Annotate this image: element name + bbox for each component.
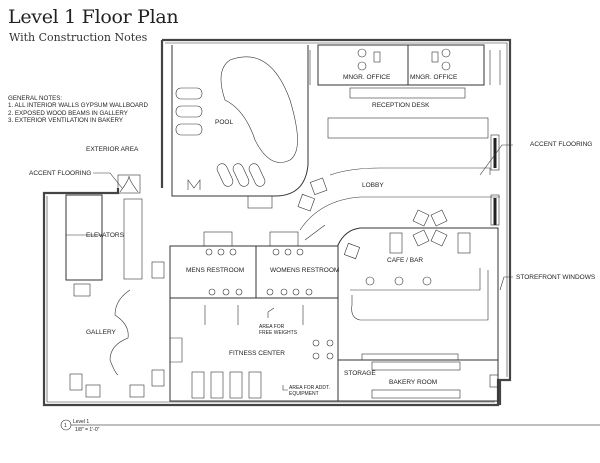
callout-accent-flooring-left: ACCENT FLOORING	[29, 170, 91, 177]
view-tag-scale: 1/8" = 1'-0"	[75, 427, 100, 433]
label-gallery: GALLERY	[86, 329, 117, 336]
view-tag-number: 1	[64, 423, 67, 429]
label-cafe-bar: CAFE / BAR	[387, 257, 423, 264]
label-storage: STORAGE	[344, 370, 376, 377]
general-notes-heading: GENERAL NOTES:	[8, 95, 63, 102]
plan-title: Level 1 Floor Plan	[8, 6, 179, 28]
elevators	[65, 194, 143, 281]
pool-lounge-chairs	[175, 87, 266, 187]
label-womens-restroom: WOMENS RESTROOM	[270, 267, 339, 274]
callout-addt-equipment-line2: EQUIPMENT	[289, 391, 319, 397]
restrooms	[169, 231, 339, 299]
callout-leaders	[93, 144, 513, 391]
general-notes: GENERAL NOTES: 1. ALL INTERIOR WALLS GYP…	[8, 95, 148, 125]
exterior-door	[117, 174, 141, 194]
label-fitness-center: FITNESS CENTER	[229, 350, 285, 357]
callout-free-weights-line1: AREA FOR	[259, 324, 285, 330]
lobby-area	[299, 134, 500, 231]
label-office-1: MNGR. OFFICE	[343, 74, 391, 81]
gallery	[69, 261, 165, 398]
label-pool: POOL	[215, 119, 233, 126]
label-elevators: ELEVATORS	[86, 232, 125, 239]
general-note-item: 3. EXTERIOR VENTILATION IN BAKERY	[8, 117, 123, 125]
general-note-item: 1. ALL INTERIOR WALLS GYPSUM WALLBOARD	[8, 102, 148, 110]
reception-area	[327, 87, 489, 139]
lobby-seating	[247, 177, 328, 212]
callout-addt-equipment-line1: AREA FOR ADDT.	[289, 385, 330, 391]
pool-room	[171, 45, 309, 197]
bakery-room	[337, 353, 499, 402]
callout-accent-flooring-right: ACCENT FLOORING	[530, 141, 592, 148]
view-tag: 1 Level 1 1/8" = 1'-0"	[60, 419, 600, 433]
exterior-walls	[42, 38, 512, 407]
general-note-item: 2. EXPOSED WOOD BEAMS IN GALLERY	[8, 109, 128, 117]
callout-free-weights-line2: FREE WEIGHTS	[259, 330, 298, 336]
callout-exterior-area: EXTERIOR AREA	[86, 146, 139, 153]
callout-storefront-windows: STOREFRONT WINDOWS	[516, 274, 596, 281]
cafe-bar	[337, 209, 499, 361]
label-office-2: MNGR. OFFICE	[410, 74, 458, 81]
label-lobby: LOBBY	[362, 182, 384, 189]
plan-subtitle: With Construction Notes	[9, 31, 148, 44]
manager-offices	[309, 44, 501, 86]
label-reception: RECEPTION DESK	[372, 102, 430, 109]
label-bakery-room: BAKERY ROOM	[389, 379, 437, 386]
label-mens-restroom: MENS RESTROOM	[186, 267, 244, 274]
pool-shape	[220, 56, 298, 163]
view-tag-name: Level 1	[73, 419, 89, 425]
